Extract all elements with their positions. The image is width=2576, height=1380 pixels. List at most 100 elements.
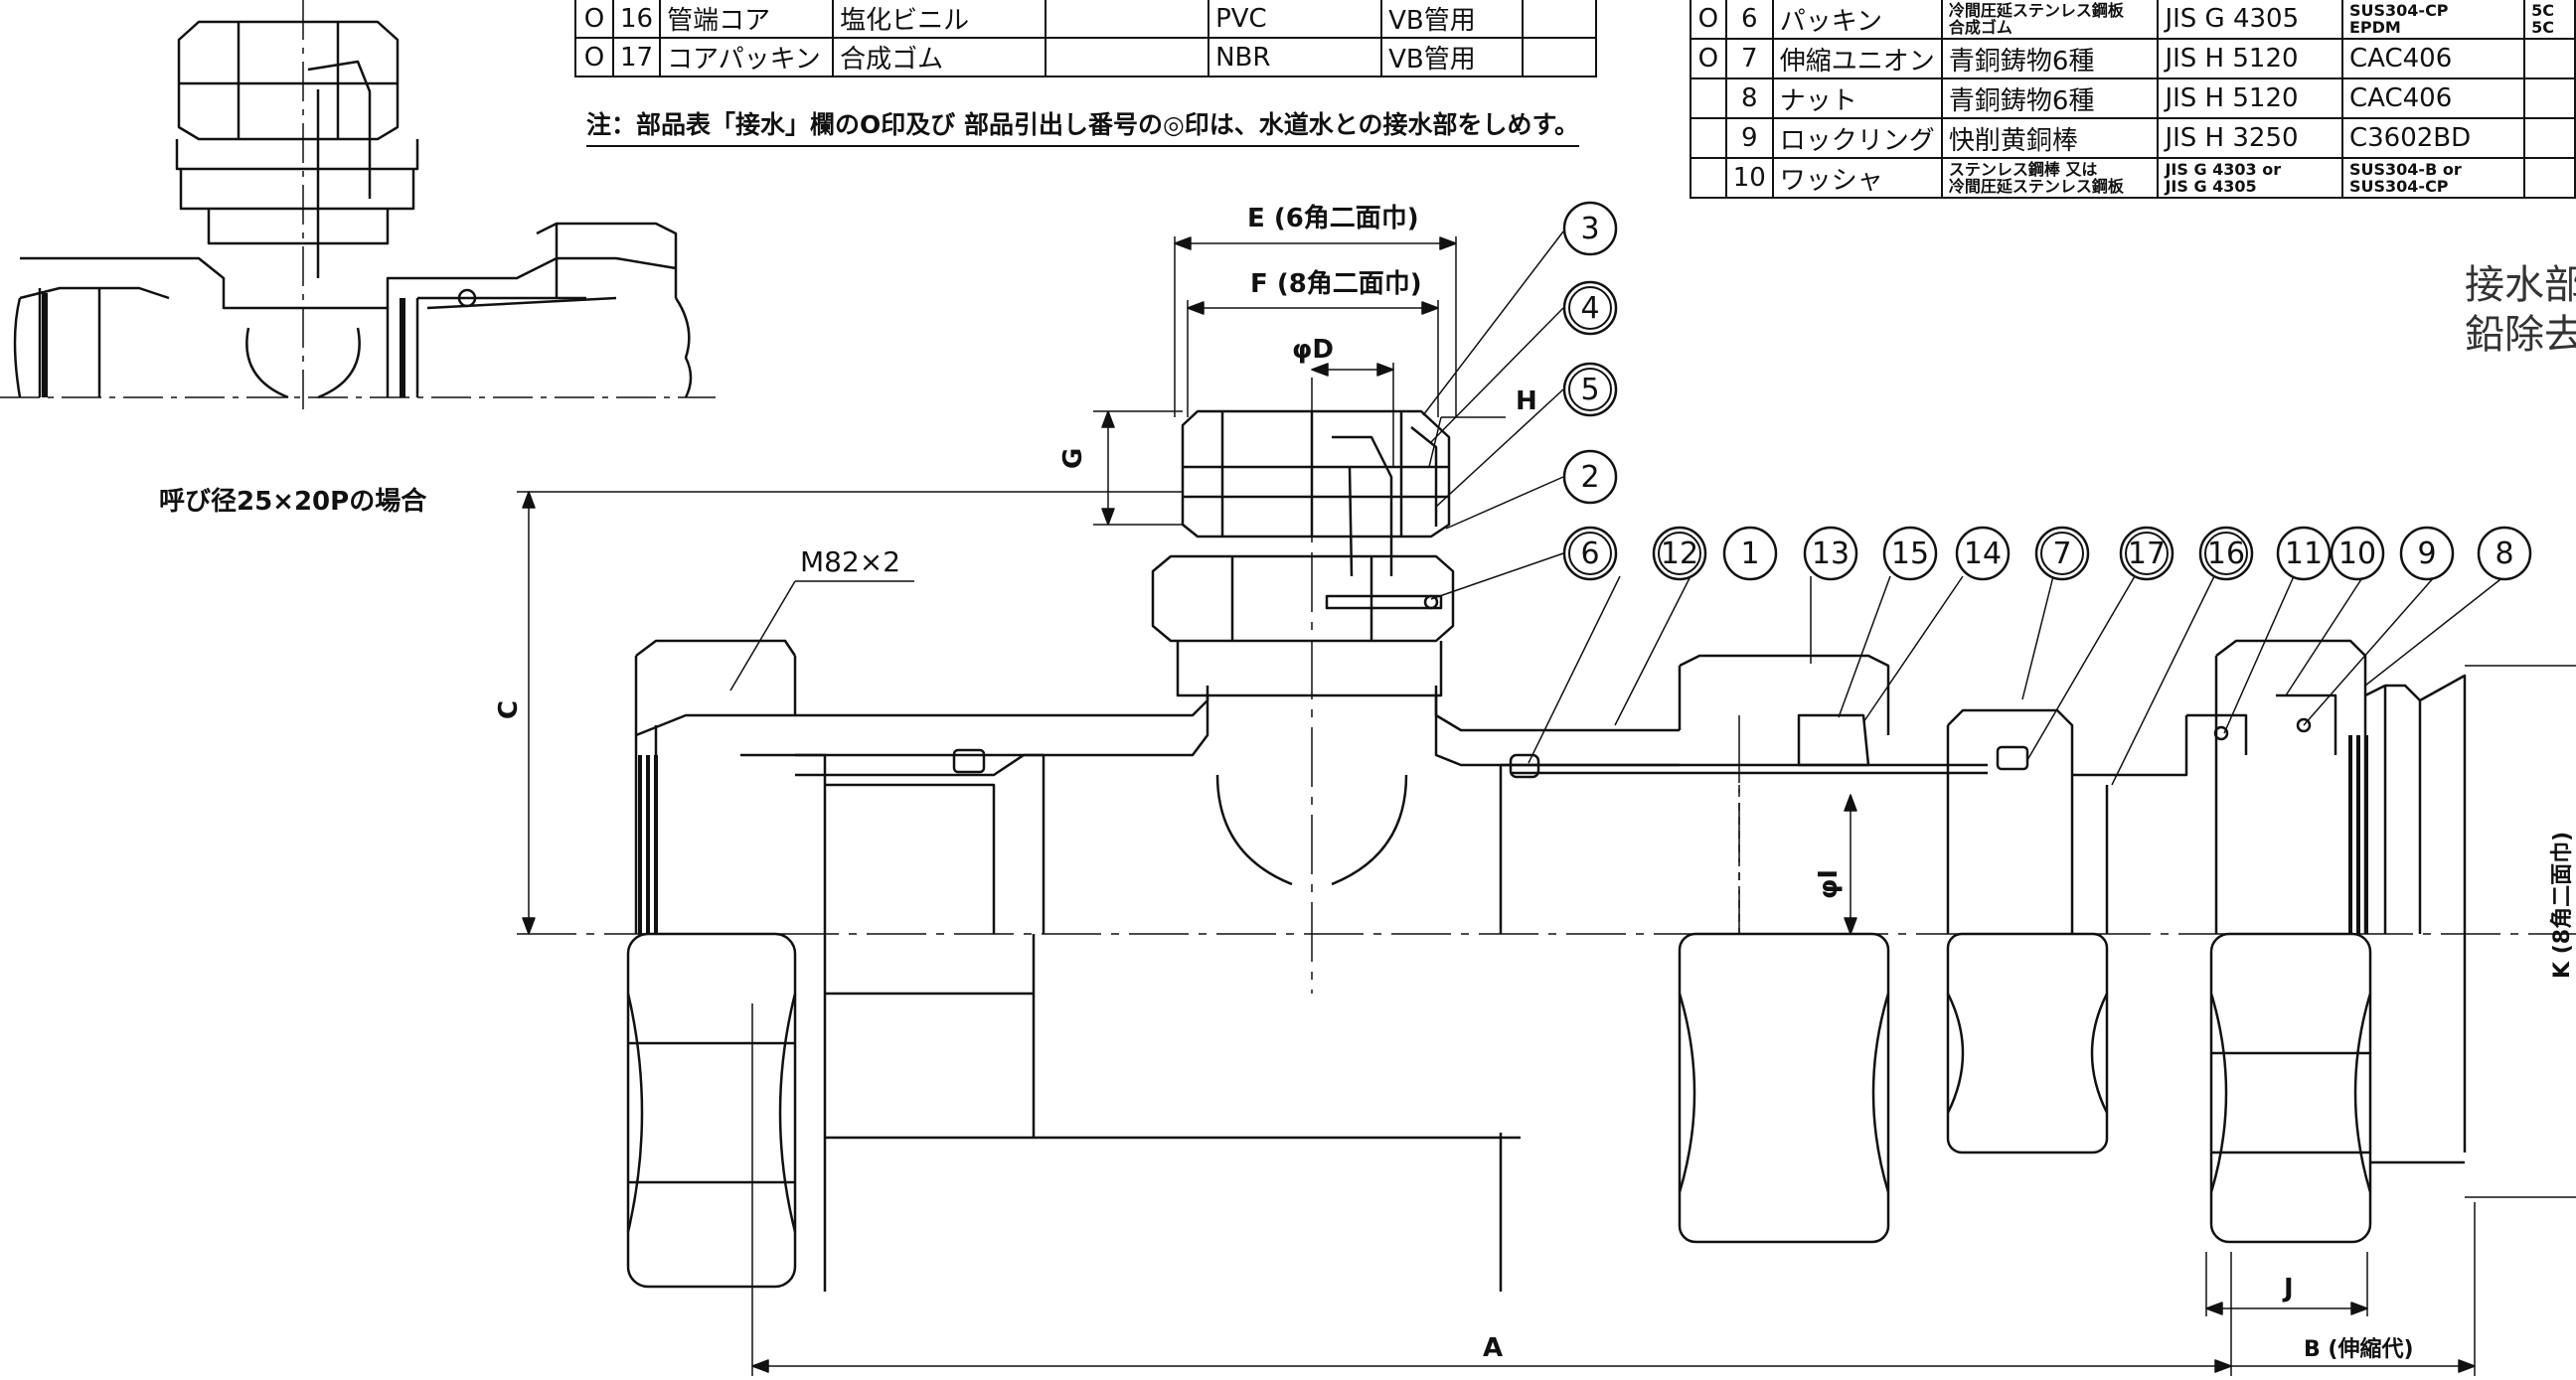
- balloon-16: 16: [2198, 526, 2254, 581]
- balloons-row: 12 1 13 15 14 7 17 16 11 10 9 8: [1652, 526, 2532, 581]
- table-cell-mark: O: [1690, 38, 1727, 79]
- table-cell-code: SUS304-B or SUS304-CP: [2340, 157, 2526, 199]
- table-cell-remark: VB管用: [1380, 37, 1525, 77]
- table-cell-extra: 5C 5C: [2523, 0, 2576, 40]
- detail-view-25x20: [0, 0, 716, 417]
- balloon-label: 4: [1580, 291, 1599, 326]
- contact-part-note: 注：部品表「接水」欄のO印及び 部品引出し番号の◎印は、水道水との接水部をしめす…: [586, 105, 1580, 147]
- table-cell-material: 青銅鋳物6種: [1940, 77, 2160, 119]
- balloon-label: 13: [1812, 537, 1850, 571]
- table-cell-extra: [2523, 157, 2576, 199]
- balloons-top: 3 4 5 2 6: [1562, 201, 1618, 581]
- balloon-label: 6: [1580, 537, 1599, 571]
- table-cell-code: PVC: [1208, 0, 1383, 39]
- balloon-label: 12: [1661, 537, 1698, 571]
- table-cell-name: ナット: [1771, 77, 1943, 119]
- balloon-11: 11: [2276, 526, 2332, 581]
- table-cell-std: JIS H 3250: [2157, 117, 2343, 159]
- side-note-line-2: 鉛除去表: [2465, 312, 2576, 358]
- table-cell-std: [1045, 0, 1210, 39]
- table-cell-code: CAC406: [2340, 77, 2526, 119]
- table-cell-material: 快削黄銅棒: [1940, 117, 2160, 159]
- table-cell-mark: O: [574, 0, 614, 39]
- dim-label-e: E (6角二面巾): [1247, 203, 1419, 233]
- main-assembly-view: [517, 378, 2576, 1292]
- balloon-label: 17: [2128, 537, 2166, 571]
- balloon-label: 8: [2495, 537, 2513, 571]
- table-cell-name: パッキン: [1771, 0, 1943, 40]
- balloon-label: 1: [1740, 537, 1759, 571]
- table-cell-no: 6: [1724, 0, 1774, 40]
- table-cell-extra: [2523, 77, 2576, 119]
- table-cell-no: 7: [1724, 38, 1774, 79]
- table-cell-code: CAC406: [2340, 38, 2526, 79]
- dim-label-h: H: [1516, 386, 1537, 416]
- balloon-8: 8: [2477, 526, 2532, 581]
- table-cell-no: 9: [1724, 117, 1774, 159]
- balloon-label: 9: [2417, 537, 2436, 571]
- dim-label-k: K (8角二面巾): [2549, 832, 2575, 979]
- balloon-1: 1: [1722, 526, 1778, 581]
- table-cell-std: [1045, 37, 1210, 77]
- table-cell-no: 10: [1724, 157, 1774, 199]
- table-row: O 17 コアパッキン 合成ゴム NBR VB管用: [574, 37, 1598, 77]
- balloon-10: 10: [2330, 526, 2385, 581]
- table-cell-mark: [1690, 157, 1727, 199]
- table-cell-empty: [1522, 0, 1598, 39]
- balloon-label: 2: [1580, 460, 1599, 495]
- dimension-lines: [517, 236, 2476, 1376]
- balloon-label: 11: [2285, 537, 2323, 571]
- dim-label-b: B (伸縮代): [2304, 1336, 2414, 1362]
- balloon-3: 3: [1562, 201, 1618, 256]
- table-cell-material: 合成ゴム: [832, 37, 1047, 77]
- balloon-14: 14: [1955, 526, 2011, 581]
- dim-label-f: F (8角二面巾): [1250, 268, 1422, 299]
- balloon-label: 3: [1580, 212, 1599, 246]
- table-cell-mark: [1690, 117, 1727, 159]
- balloon-15: 15: [1882, 526, 1938, 581]
- balloon-6: 6: [1562, 526, 1618, 581]
- table-cell-mark: O: [1690, 0, 1727, 40]
- balloon-label: 10: [2338, 537, 2376, 571]
- table-cell-name: ロックリング: [1771, 117, 1943, 159]
- balloon-leaders: [1422, 230, 2505, 786]
- parts-table-left: O 16 管端コア 塩化ビニル PVC VB管用 O 17 コアパッキン 合成ゴ…: [574, 0, 1598, 77]
- table-row: O 16 管端コア 塩化ビニル PVC VB管用: [574, 0, 1598, 39]
- table-cell-code: SUS304-CP EPDM: [2340, 0, 2526, 40]
- table-cell-name: 管端コア: [659, 0, 835, 39]
- table-cell-code: NBR: [1208, 37, 1383, 77]
- table-cell-empty: [1522, 37, 1598, 77]
- balloon-7: 7: [2034, 526, 2090, 581]
- table-cell-std: JIS H 5120: [2157, 77, 2343, 119]
- table-cell-mark: O: [574, 37, 614, 77]
- table-cell-mark: [1690, 77, 1727, 119]
- dim-label-a: A: [1483, 1333, 1503, 1363]
- balloon-13: 13: [1803, 526, 1858, 581]
- table-cell-std: JIS G 4303 or JIS G 4305: [2157, 157, 2343, 199]
- table-cell-std: JIS G 4305: [2157, 0, 2343, 40]
- table-cell-extra: [2523, 38, 2576, 79]
- balloon-12: 12: [1652, 526, 1707, 581]
- table-cell-no: 17: [611, 37, 662, 77]
- table-cell-material: 塩化ビニル: [832, 0, 1047, 39]
- table-cell-no: 16: [611, 0, 662, 39]
- thread-label-m82: M82×2: [800, 545, 900, 578]
- dim-label-j: J: [2282, 1274, 2294, 1303]
- balloon-2: 2: [1562, 449, 1618, 505]
- table-cell-code: C3602BD: [2340, 117, 2526, 159]
- table-cell-material: ステンレス鋼棒 又は 冷間圧延ステンレス鋼板: [1940, 157, 2160, 199]
- balloon-label: 16: [2207, 537, 2245, 571]
- table-cell-remark: VB管用: [1380, 0, 1525, 39]
- dim-label-c: C: [494, 700, 524, 719]
- table-cell-material: 冷間圧延ステンレス鋼板 合成ゴム: [1940, 0, 2160, 40]
- balloon-label: 7: [2052, 537, 2071, 571]
- balloon-5: 5: [1562, 362, 1618, 417]
- side-note-line-1: 接水部の: [2465, 262, 2576, 308]
